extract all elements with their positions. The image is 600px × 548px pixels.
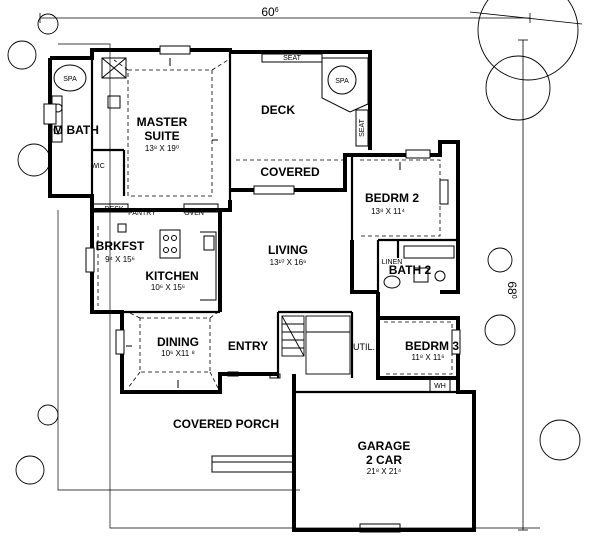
deck — [261, 53, 369, 147]
exterior-walls — [48, 48, 476, 532]
room-bedrm2-size: 13⁸ X 11⁴ — [371, 207, 405, 216]
room-covered: COVERED — [260, 165, 320, 179]
spa-bath-label: SPA — [63, 76, 77, 83]
room-kitchen-size: 10⁶ X 15⁶ — [151, 283, 185, 292]
room-bedrm3: BEDRM 3 — [405, 339, 459, 353]
room-entry: ENTRY — [228, 339, 268, 353]
room-master-suite-line2: SUITE — [144, 129, 179, 143]
linen-label: LINEN — [382, 259, 403, 266]
stairs — [281, 315, 351, 375]
desk-label: DESK — [104, 206, 123, 213]
room-bedrm2: BEDRM 2 — [365, 191, 419, 205]
room-living: LIVING — [268, 243, 308, 257]
site-outline — [57, 43, 540, 529]
room-deck: DECK — [261, 103, 295, 117]
kitchen-fixtures — [91, 203, 219, 301]
dimension-lines — [39, 11, 583, 531]
room-wic: WIC — [91, 163, 105, 170]
room-dining-size: 10⁶ X11 ⁸ — [161, 349, 195, 358]
room-garage-size: 21⁸ X 21⁴ — [367, 467, 402, 476]
bath-fixtures — [51, 57, 455, 289]
seat-top-label: SEAT — [283, 55, 301, 62]
room-kitchen: KITCHEN — [145, 269, 198, 283]
room-master-suite-size: 13⁸ X 19⁰ — [145, 144, 179, 153]
room-util: UTIL. — [353, 342, 375, 352]
interior-walls — [90, 52, 458, 394]
oven-label: OVEN — [184, 210, 204, 217]
porch-details — [117, 223, 451, 533]
door-swings — [126, 58, 401, 388]
spa-deck-label: SPA — [335, 78, 349, 85]
room-master-suite-line1: MASTER — [137, 115, 188, 129]
seat-side-label: SEAT — [359, 118, 366, 136]
pantry-label: PANTRY — [128, 210, 156, 217]
room-brkfst: BRKFST — [96, 239, 145, 253]
windows — [43, 45, 461, 355]
room-living-size: 13¹⁰ X 16⁶ — [270, 258, 307, 267]
room-covered-porch: COVERED PORCH — [173, 417, 279, 431]
room-bath2: BATH 2 — [389, 263, 432, 277]
room-garage-line2: 2 CAR — [366, 453, 402, 467]
room-brkfst-size: 9⁴ X 15⁶ — [105, 255, 135, 264]
depth-dimension-label: 680 — [505, 281, 519, 298]
width-dimension-label: 606 — [261, 5, 278, 19]
wh-label: WH — [434, 383, 446, 390]
room-dining: DINING — [157, 335, 199, 349]
room-m-bath: M BATH — [53, 123, 99, 137]
room-garage-line1: GARAGE — [358, 439, 411, 453]
room-bedrm3-size: 11⁸ X 11⁶ — [411, 353, 444, 362]
